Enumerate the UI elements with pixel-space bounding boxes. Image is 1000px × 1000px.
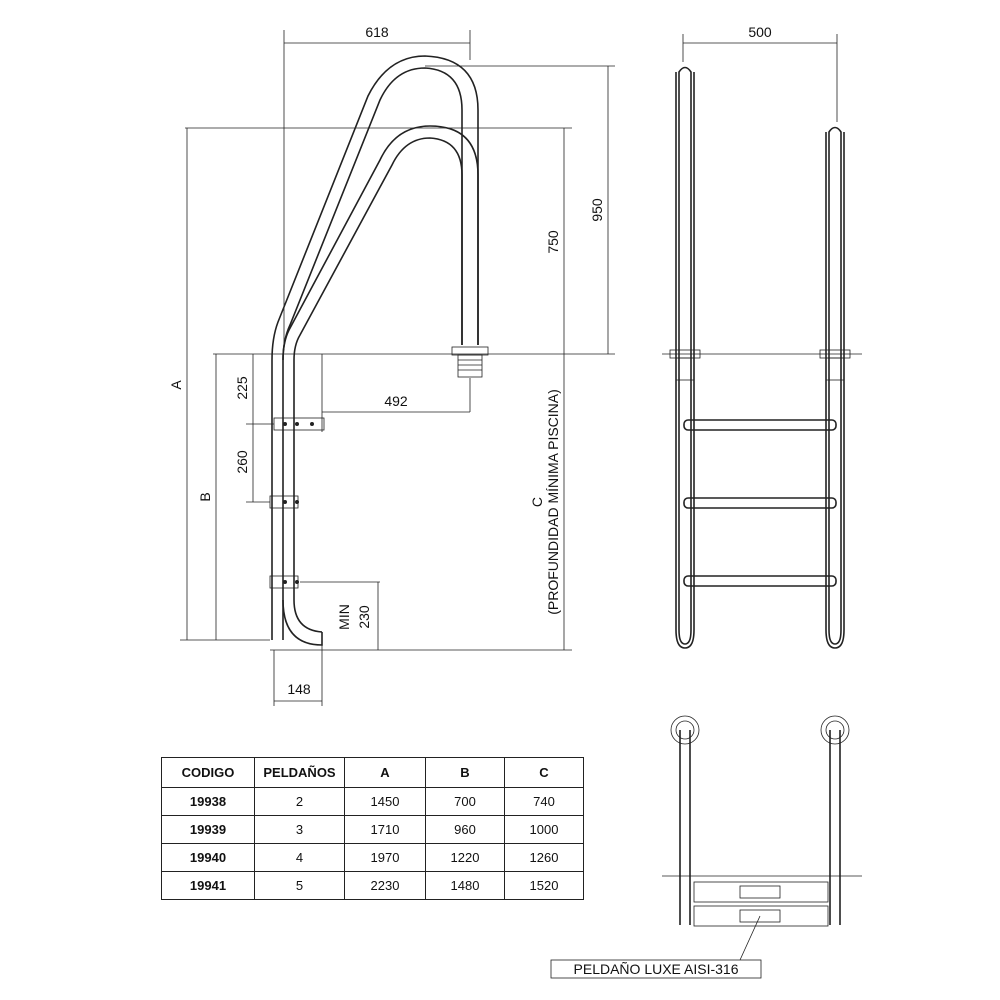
cell-peldanos: 3 [254, 815, 345, 844]
cell-b: 960 [425, 815, 505, 844]
luxe-step-upper [693, 881, 829, 903]
table-row: 19939 3 1710 960 1000 [161, 815, 584, 844]
cell-c: 1000 [504, 815, 584, 844]
cell-a: 1450 [344, 787, 426, 816]
cell-codigo: 19941 [161, 871, 255, 900]
table-header-row: CODIGO PELDAÑOS A B C [161, 757, 584, 788]
table-row: 19938 2 1450 700 740 [161, 787, 584, 816]
cell-c: 1260 [504, 843, 584, 872]
cell-peldanos: 5 [254, 871, 345, 900]
dim-c-note: (PROFUNDIDAD MÍNIMA PISCINA) [545, 389, 561, 615]
dim-min-label: MIN [336, 604, 352, 630]
dim-min-230: 230 [356, 605, 372, 629]
cell-c: 1520 [504, 871, 584, 900]
step-label: PELDAÑO LUXE AISI-316 [574, 961, 739, 977]
dim-a: A [168, 380, 184, 390]
side-view [269, 55, 489, 646]
cell-codigo: 19940 [161, 843, 255, 872]
front-view: 500 [662, 24, 862, 649]
header-b: B [425, 757, 505, 788]
table-row: 19941 5 2230 1480 1520 [161, 871, 584, 900]
cell-b: 1480 [425, 871, 505, 900]
cell-a: 2230 [344, 871, 426, 900]
header-a: A [344, 757, 426, 788]
dim-500: 500 [748, 24, 772, 40]
cell-b: 1220 [425, 843, 505, 872]
front-step [683, 497, 837, 509]
dim-148: 148 [287, 681, 311, 697]
cell-a: 1970 [344, 843, 426, 872]
luxe-step-lower [693, 905, 829, 927]
front-step [683, 419, 837, 431]
dim-950: 950 [589, 198, 605, 222]
cell-codigo: 19939 [161, 815, 255, 844]
dim-260: 260 [234, 450, 250, 474]
dim-c: C [529, 497, 545, 507]
table-row: 19940 4 1970 1220 1260 [161, 843, 584, 872]
cell-c: 740 [504, 787, 584, 816]
cell-b: 700 [425, 787, 505, 816]
right-post [828, 126, 842, 645]
cell-peldanos: 2 [254, 787, 345, 816]
dim-b: B [197, 492, 213, 501]
front-step [683, 575, 837, 587]
dim-492: 492 [384, 393, 408, 409]
cell-codigo: 19938 [161, 787, 255, 816]
dim-225: 225 [234, 376, 250, 400]
dim-618: 618 [365, 24, 389, 40]
spec-table: CODIGO PELDAÑOS A B C 19938 2 1450 700 7… [161, 757, 584, 900]
side-dimensions: 618 950 750 A B 225 260 492 C (PROFU [168, 24, 615, 706]
header-c: C [504, 757, 584, 788]
inner-handrail [293, 137, 463, 633]
dim-750: 750 [545, 230, 561, 254]
header-codigo: CODIGO [161, 757, 255, 788]
step-detail-view: PELDAÑO LUXE AISI-316 [550, 715, 862, 979]
header-peldanos: PELDAÑOS [254, 757, 345, 788]
cell-a: 1710 [344, 815, 426, 844]
left-post [678, 66, 692, 645]
cell-peldanos: 4 [254, 843, 345, 872]
step-callout-box [550, 959, 762, 979]
